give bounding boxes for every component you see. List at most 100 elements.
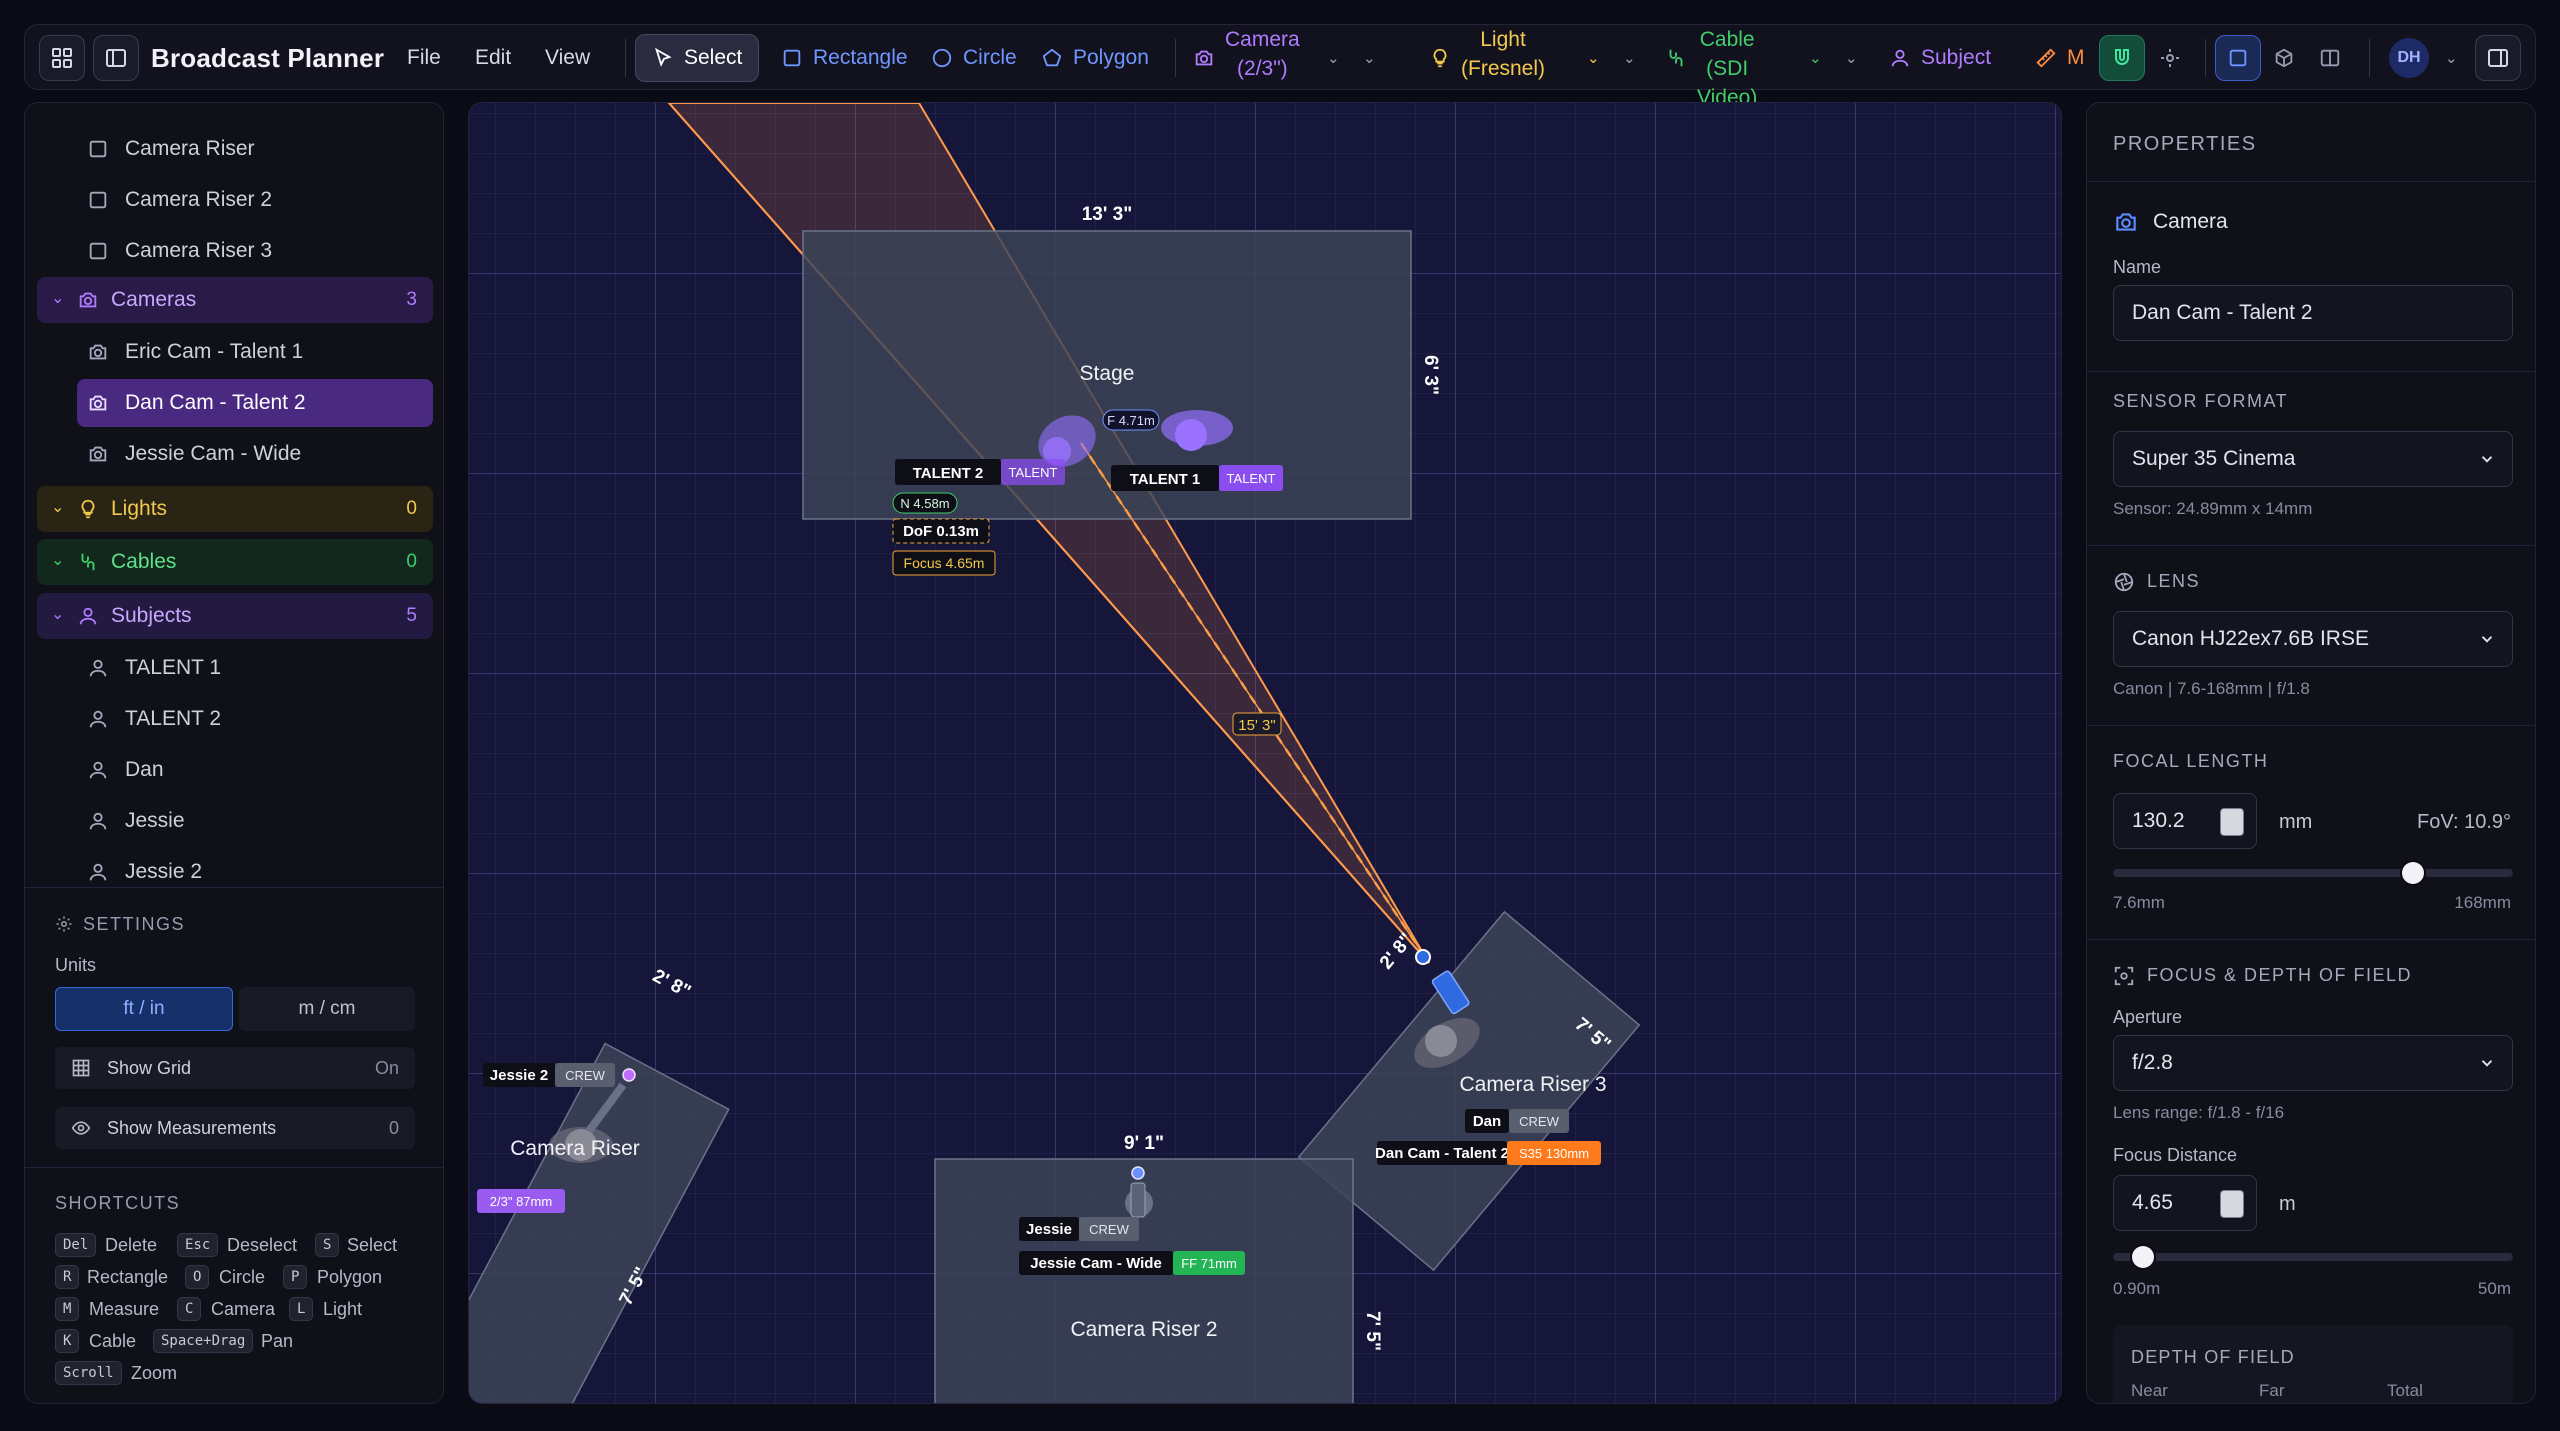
layer-item-jessie[interactable]: Jessie [25,799,443,843]
snap-toggle-button[interactable] [2099,35,2145,81]
focus-distance-stepper[interactable] [2220,1190,2244,1218]
sidebar-divider [25,887,443,888]
name-label: Name [2113,257,2162,277]
view-2d-button[interactable] [2215,35,2261,81]
chevron-down-icon[interactable]: ⌄ [51,552,65,569]
toggle-left-panel-button[interactable] [93,35,139,81]
floor-plan-canvas[interactable]: Stage 13' 3" 6' 3" 15' 3" TALENT 1 TALEN… [468,102,2062,1404]
cable-tool-button[interactable]: Cable (SDI Video) [1665,25,1757,109]
shortcuts-title: SHORTCUTS [55,1193,181,1213]
apps-grid-button[interactable] [39,35,85,81]
talent-1-marker[interactable] [1175,419,1207,451]
layer-item-dan-cam-selected[interactable]: Dan Cam - Talent 2 [77,379,433,427]
lens-select[interactable]: Canon HJ22ex7.6B IRSE [2113,611,2513,667]
shortcut-desc: Zoom [131,1363,178,1383]
sensor-format-title: SENSOR FORMAT [2113,391,2289,411]
light-options-chevron-icon[interactable]: ⌄ [1623,50,1636,67]
light-tool-button[interactable]: Light (Fresnel) [1429,25,1545,91]
layer-group-lights[interactable]: ⌄ Lights 0 [37,486,433,532]
focal-length-stepper[interactable] [2220,808,2244,836]
show-grid-value: On [374,1057,399,1078]
camera-tool-button[interactable]: Camera (2/3") [1193,25,1300,91]
layer-item-jessie-cam[interactable]: Jessie Cam - Wide [25,432,443,476]
cable-options-chevron-icon[interactable]: ⌄ [1845,50,1858,67]
eric-cam-lens-handle[interactable] [622,1068,636,1082]
layer-item-camera-riser-2[interactable]: Camera Riser 2 [25,178,443,222]
dan-marker[interactable] [1425,1025,1457,1057]
camera-name-input[interactable]: Dan Cam - Talent 2 [2113,285,2513,341]
user-avatar[interactable]: DH [2389,38,2429,78]
dan-cam-lens-handle[interactable] [1415,949,1431,965]
camera-riser-1-area[interactable] [469,1042,730,1404]
camera-riser-1-group[interactable] [469,1042,730,1404]
shortcut-desc: Rectangle [87,1267,169,1287]
jessie-2-name-tag [483,1063,555,1087]
chevron-down-icon[interactable]: ⌄ [51,606,65,623]
polygon-tool-button[interactable]: Polygon [1041,25,1149,91]
polygon-tool-label: Polygon [1073,46,1149,69]
focal-length-slider[interactable] [2113,869,2513,877]
camera-dropdown-chevron-icon[interactable]: ⌄ [1327,50,1340,67]
unit-metric-button[interactable]: m / cm [239,987,415,1031]
menu-edit[interactable]: Edit [475,46,512,69]
focus-distance-slider-thumb[interactable] [2132,1246,2154,1268]
dan-cam-device[interactable] [1431,970,1470,1015]
talent-2-marker[interactable] [1043,437,1071,465]
layer-item-talent-2[interactable]: TALENT 2 [25,697,443,741]
layer-item-talent-1[interactable]: TALENT 1 [25,646,443,690]
menu-view[interactable]: View [545,46,591,69]
dan-cam-body[interactable] [1431,970,1470,1015]
sensor-format-select[interactable]: Super 35 Cinema [2113,431,2513,487]
layer-item-label: Dan [125,758,164,781]
view-split-button[interactable] [2307,35,2353,81]
layer-item-jessie-2[interactable]: Jessie 2 [25,850,443,894]
focal-length-input[interactable]: 130.2 [2113,793,2257,849]
jessie-2-marker[interactable] [565,1129,597,1161]
object-type-label: Camera [2153,210,2228,233]
focus-distance-input[interactable]: 4.65 [2113,1175,2257,1231]
measure-tool-button[interactable]: M [2035,25,2085,91]
guides-toggle-button[interactable] [2147,35,2193,81]
chevron-down-icon[interactable]: ⌄ [51,290,65,307]
talent-1-role-tag [1219,465,1283,491]
floor-plan-svg[interactable]: Stage 13' 3" 6' 3" 15' 3" TALENT 1 TALEN… [469,103,2062,1404]
lightbulb-icon [81,499,95,519]
camera-options-chevron-icon[interactable]: ⌄ [1363,50,1376,67]
select-tool-button[interactable]: Select [635,34,760,82]
layer-item-camera-riser-3[interactable]: Camera Riser 3 [25,229,443,273]
focus-distance-unit: m [2279,1193,2296,1215]
layer-item-dan[interactable]: Dan [25,748,443,792]
aperture-select[interactable]: f/2.8 [2113,1035,2513,1091]
layer-group-cables[interactable]: ⌄ Cables 0 [37,539,433,585]
gear-icon [56,916,72,932]
layer-item-camera-riser[interactable]: Camera Riser [25,127,443,171]
layer-item-eric-cam[interactable]: Eric Cam - Talent 1 [25,330,443,374]
view-3d-button[interactable] [2261,35,2307,81]
jessie-cam-lens-handle[interactable] [1131,1166,1145,1180]
jessie-cam-body[interactable] [1130,1182,1146,1218]
toggle-right-panel-button[interactable] [2475,35,2521,81]
light-dropdown-chevron-icon[interactable]: ⌄ [1587,50,1600,67]
camera-icon [89,446,107,462]
show-measurements-toggle[interactable]: Show Measurements 0 [55,1107,415,1149]
subject-tool-button[interactable]: Subject [1889,25,1991,91]
shortcut-key: L [289,1297,314,1321]
camera-riser-1-width: 2' 8" [649,965,694,1002]
cable-dropdown-chevron-icon[interactable]: ⌄ [1809,50,1822,67]
unit-imperial-button[interactable]: ft / in [55,987,233,1031]
rectangle-tool-button[interactable]: Rectangle [781,25,908,91]
circle-tool-button[interactable]: Circle [931,25,1017,91]
focus-distance-slider[interactable] [2113,1253,2513,1261]
layer-group-subjects[interactable]: ⌄ Subjects 5 [37,593,433,639]
person-icon [89,863,107,881]
menu-file[interactable]: File [407,46,441,69]
show-measurements-value: 0 [388,1117,399,1138]
layer-group-cameras[interactable]: ⌄ Cameras 3 [37,277,433,323]
chevron-down-icon[interactable]: ⌄ [51,499,65,516]
jessie-name: Jessie [1026,1221,1072,1238]
focal-length-slider-thumb[interactable] [2402,862,2424,884]
user-menu-chevron-icon[interactable]: ⌄ [2445,50,2458,67]
panel-divider [2087,181,2535,182]
show-grid-toggle[interactable]: Show Grid On [55,1047,415,1089]
field-of-view-readout: FoV: 10.9° [2417,811,2511,833]
